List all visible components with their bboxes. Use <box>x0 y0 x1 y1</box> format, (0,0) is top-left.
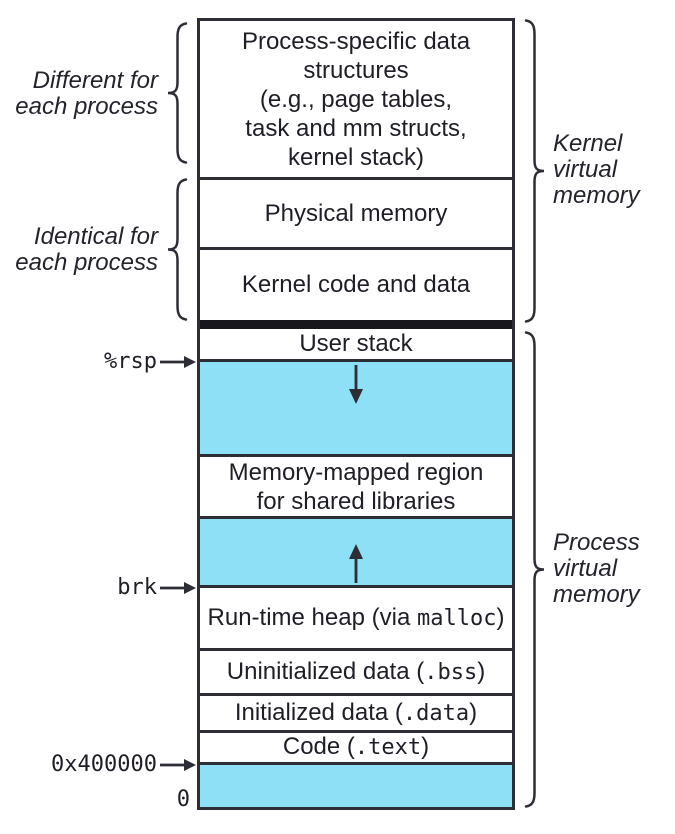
code-base-address-label: 0x400000 <box>51 752 157 777</box>
label-kernel-virtual-memory: Kernel virtual memory <box>553 131 640 209</box>
label-text: ) <box>469 698 478 726</box>
section-uninitialized-data-bss: Uninitialized data (.bss) <box>200 651 512 696</box>
section-label: Run-time heap (via malloc) <box>208 604 505 633</box>
annot-line: Process <box>553 529 640 556</box>
section-heap-growth-region <box>200 519 512 588</box>
section-label-line: task and mm structs, <box>245 114 467 142</box>
section-stack-growth-region <box>200 362 512 457</box>
stack-growth-down-arrow <box>349 365 363 404</box>
annot-line: each process <box>15 249 158 276</box>
section-process-specific-data: Process-specific data structures (e.g., … <box>200 21 512 180</box>
section-label: Uninitialized data (.bss) <box>227 658 485 687</box>
left-brace-identical <box>167 178 188 321</box>
label-mono-text: .text <box>354 735 422 760</box>
label-text: ) <box>477 657 486 685</box>
section-label: Kernel code and data <box>241 271 471 298</box>
section-reserved-low-region <box>200 765 512 807</box>
section-label: Memory-mapped region for shared librarie… <box>229 458 484 516</box>
annot-line: virtual <box>553 156 618 183</box>
left-brace-different <box>167 22 188 164</box>
code-base-pointer-arrow <box>160 759 196 771</box>
brk-pointer-arrow <box>160 582 196 594</box>
label-mono-text: .bss <box>424 659 478 685</box>
brk-pointer-label: brk <box>117 575 157 600</box>
section-label: Process-specific data structures (e.g., … <box>242 27 470 172</box>
section-label-line: Process-specific data <box>241 27 471 55</box>
section-kernel-code-and-data: Kernel code and data <box>200 250 512 320</box>
section-label-line: for shared libraries <box>256 487 456 515</box>
label-text: Run-time heap (via <box>207 603 417 631</box>
label-identical-for-each-process: Identical for each process <box>0 224 158 276</box>
section-physical-memory: Physical memory <box>200 180 512 250</box>
annot-line: Kernel <box>553 130 623 157</box>
section-runtime-heap: Run-time heap (via malloc) <box>200 588 512 651</box>
section-label: Initialized data (.data) <box>235 699 477 728</box>
section-initialized-data: Initialized data (.data) <box>200 696 512 733</box>
section-label: Code (.text) <box>283 733 429 762</box>
heap-growth-up-arrow <box>349 544 363 583</box>
right-brace-process <box>524 331 545 808</box>
rsp-pointer-arrow <box>160 356 196 368</box>
annot-line: Different for <box>32 67 158 94</box>
label-text: ) <box>421 733 430 760</box>
label-text: Initialized data ( <box>234 698 403 726</box>
label-text: Code ( <box>282 733 355 760</box>
rsp-pointer-label: %rsp <box>104 349 157 374</box>
label-mono-text: .data <box>402 700 470 726</box>
label-text: ) <box>496 603 505 631</box>
section-label-line: structures <box>303 56 409 84</box>
section-code-text: Code (.text) <box>200 733 512 765</box>
label-different-for-each-process: Different for each process <box>0 68 158 120</box>
annot-line: each process <box>15 93 158 120</box>
section-label-line: Memory-mapped region <box>228 458 484 486</box>
label-process-virtual-memory: Process virtual memory <box>553 530 640 608</box>
annot-line: memory <box>553 581 640 608</box>
section-label: Physical memory <box>264 199 448 227</box>
annot-line: memory <box>553 182 640 209</box>
kernel-user-boundary-divider <box>200 320 512 329</box>
right-brace-kernel <box>524 19 545 323</box>
zero-address-label: 0 <box>176 787 190 812</box>
annot-line: virtual <box>553 555 618 582</box>
label-mono-text: malloc <box>416 605 497 631</box>
section-label-line: (e.g., page tables, <box>259 85 453 113</box>
section-label: User stack <box>299 330 413 357</box>
section-label-line: kernel stack) <box>287 143 425 171</box>
section-user-stack: User stack <box>200 329 512 362</box>
annot-line: Identical for <box>33 223 158 250</box>
section-memory-mapped-region: Memory-mapped region for shared librarie… <box>200 457 512 519</box>
memory-box: Process-specific data structures (e.g., … <box>197 18 515 810</box>
label-text: Uninitialized data ( <box>226 657 425 685</box>
